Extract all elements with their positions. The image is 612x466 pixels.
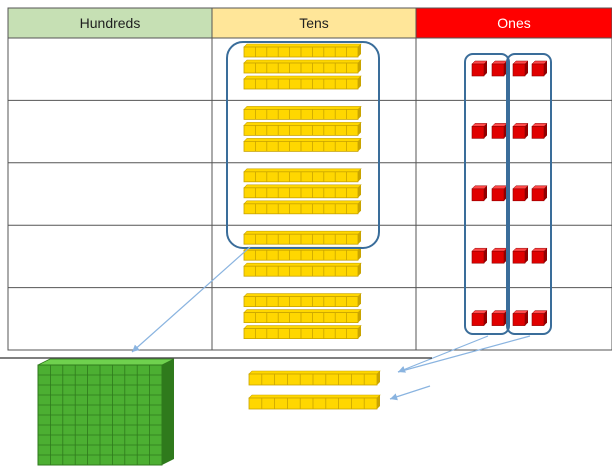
unit-cube-icon xyxy=(512,60,529,77)
hundreds-header xyxy=(8,8,212,38)
ten-rod-icon xyxy=(243,184,362,199)
ones-header xyxy=(416,8,612,38)
arrow-ones-to-rod-1 xyxy=(397,335,489,373)
ten-rod-icon xyxy=(243,138,362,152)
unit-cube-icon xyxy=(471,123,488,139)
ones-group-outline-right xyxy=(506,53,552,335)
unit-cube-icon xyxy=(491,60,508,77)
arrow-ones-to-rod-2 xyxy=(397,335,531,373)
ten-rod-icon xyxy=(243,75,362,90)
unit-cube-icon xyxy=(491,247,508,264)
ones-group-outline-left xyxy=(464,53,510,335)
ten-rod-icon xyxy=(243,293,362,308)
arrow-tens-to-hundreds xyxy=(131,246,251,353)
unit-cube-icon xyxy=(531,310,548,326)
ten-rod-icon xyxy=(243,59,362,74)
tens-column-rods xyxy=(243,43,362,340)
tens-header xyxy=(212,8,416,38)
unit-cube-icon xyxy=(531,123,548,139)
ten-rod-icon xyxy=(243,246,362,261)
ten-rod-icon xyxy=(243,200,362,215)
hundred-flat-icon xyxy=(37,358,175,466)
ten-rod-icon xyxy=(243,230,362,245)
unit-cube-icon xyxy=(512,123,529,139)
unit-cube-icon xyxy=(491,123,508,139)
unit-cube-icon xyxy=(512,310,529,326)
unit-cube-icon xyxy=(471,310,488,326)
ten-rod-icon xyxy=(243,325,362,340)
unit-cube-icon xyxy=(471,60,488,77)
unit-cube-icon xyxy=(512,185,529,202)
table-header: Hundreds Tens Ones xyxy=(8,8,612,38)
ten-rod-icon xyxy=(248,370,381,386)
unit-cube-icon xyxy=(491,310,508,326)
tens-header-label: Tens xyxy=(299,15,329,31)
tens-group-outline xyxy=(226,41,380,249)
place-value-grid xyxy=(7,7,612,351)
ten-rod-icon xyxy=(243,106,362,120)
unit-cube-icon xyxy=(531,60,548,77)
hundreds-header-label: Hundreds xyxy=(80,15,141,31)
ten-rod-icon xyxy=(243,309,362,324)
unit-cube-icon xyxy=(471,247,488,264)
unit-cube-icon xyxy=(531,247,548,264)
unit-cube-icon xyxy=(531,185,548,202)
ten-rod-icon xyxy=(248,394,381,410)
answer-tens-rods xyxy=(248,370,381,410)
ten-rod-icon xyxy=(243,262,362,277)
ten-rod-icon xyxy=(243,43,362,58)
arrow-ones-to-rod-3 xyxy=(389,385,431,401)
unit-cube-icon xyxy=(512,247,529,264)
ones-header-label: Ones xyxy=(497,15,530,31)
unit-cube-icon xyxy=(491,185,508,202)
ten-rod-icon xyxy=(243,168,362,183)
ten-rod-icon xyxy=(243,122,362,136)
unit-cube-icon xyxy=(471,185,488,202)
